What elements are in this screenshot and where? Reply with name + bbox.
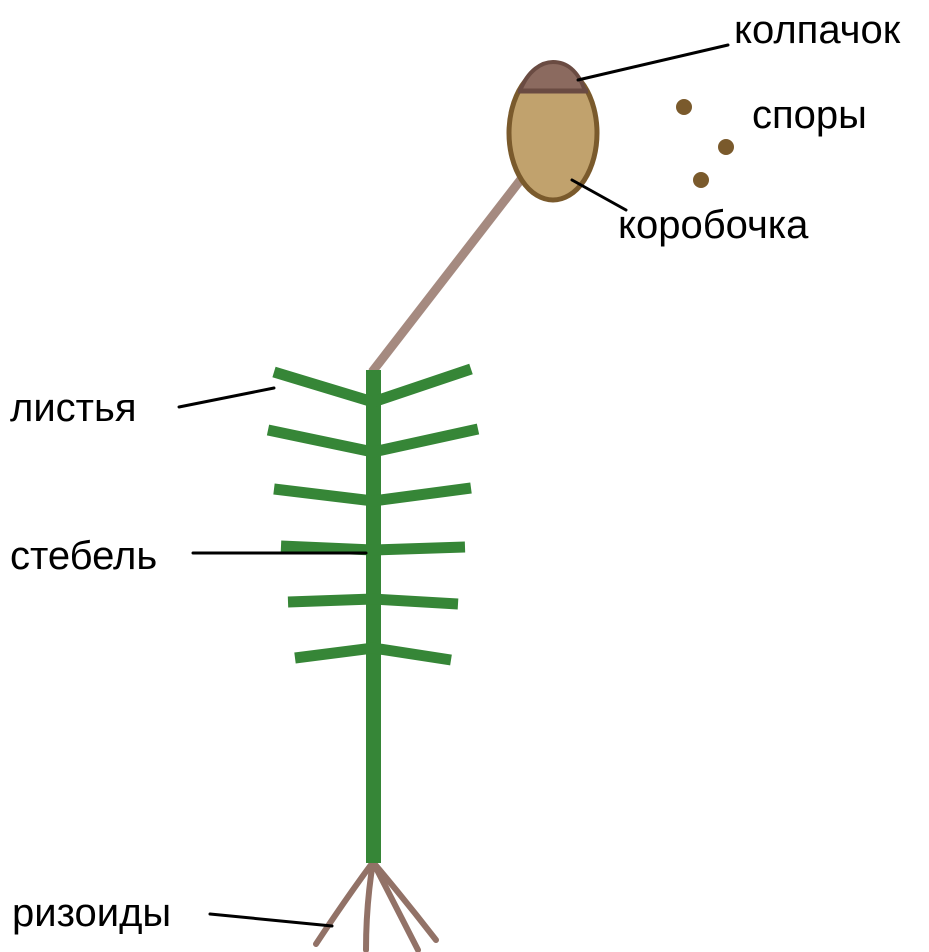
capsule — [509, 62, 597, 200]
leaf-pair — [288, 599, 458, 604]
leaves-leader — [179, 388, 274, 407]
leaves-label: листья — [10, 386, 137, 430]
spore — [676, 99, 692, 115]
stem — [366, 370, 381, 863]
spores — [676, 99, 734, 188]
capsule-cap — [520, 62, 585, 91]
rhizoids-leader — [210, 914, 332, 926]
cap-leader — [578, 45, 728, 80]
spore — [693, 172, 709, 188]
leaf-pair — [281, 546, 465, 550]
capsule-label: коробочка — [618, 203, 809, 247]
rhizoids-label: ризоиды — [12, 891, 171, 935]
spore — [718, 139, 734, 155]
spores-label: споры — [752, 93, 867, 137]
stem-label: стебель — [10, 534, 157, 578]
seta — [372, 178, 522, 372]
cap-label: колпачок — [734, 8, 901, 52]
rhizoids — [316, 862, 436, 950]
